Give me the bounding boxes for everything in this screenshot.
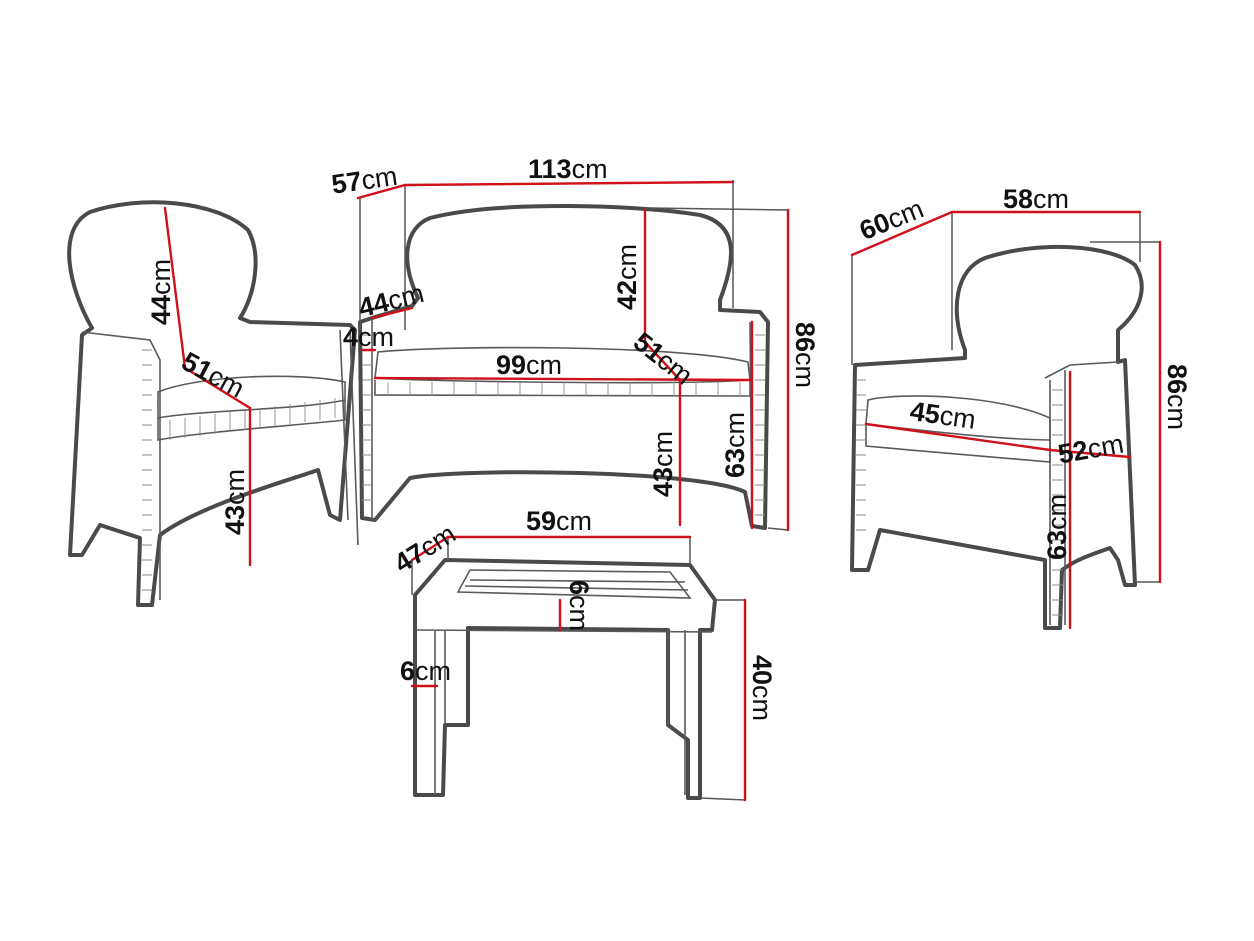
label-right-total-height: 86cm	[1162, 364, 1192, 431]
value: 6	[564, 580, 594, 596]
value: 58	[1003, 184, 1034, 214]
dim-right-depth-60	[850, 210, 954, 257]
dim-table-depth-47	[410, 535, 450, 562]
armchair-right-seat-front	[865, 424, 1051, 463]
table-body	[413, 558, 717, 800]
unit: cm	[220, 468, 250, 505]
label-left-seat-height: 43cm	[220, 468, 250, 535]
value: 44	[146, 294, 176, 325]
unit: cm	[526, 350, 563, 380]
table	[413, 558, 717, 800]
label-left-backrest: 44cm	[146, 258, 176, 325]
unit: cm	[556, 506, 593, 536]
unit: cm	[1042, 493, 1072, 530]
armchair-left-backrest	[67, 200, 357, 607]
label-sofa-total-height: 86cm	[790, 322, 820, 389]
extension-lines	[359, 180, 1160, 801]
label-right-arm-height: 63cm	[1042, 493, 1072, 560]
value: 113	[528, 154, 572, 184]
table-top-lines	[464, 579, 689, 591]
dim-left-seat-depth-51	[183, 366, 252, 410]
unit: cm	[359, 160, 400, 196]
dim-sofa-depth-57	[356, 183, 407, 200]
label-table-width: 59cm	[526, 508, 592, 535]
dim-right-seat-45	[864, 422, 1052, 452]
armchair-right-arm-front	[1044, 361, 1119, 625]
dimension-lines	[163, 180, 1162, 802]
label-sofa-seat: 99cm	[496, 352, 562, 379]
armchair-right-weave	[856, 379, 1063, 616]
armchair-left-arm-front	[81, 331, 161, 600]
value: 6	[400, 656, 416, 686]
unit: cm	[747, 685, 777, 722]
sofa-body	[358, 203, 770, 530]
value: 43	[220, 504, 250, 535]
unit: cm	[1033, 184, 1070, 214]
label-sofa-width: 113cm	[528, 156, 608, 183]
value: 57	[329, 165, 364, 200]
label-sofa-arm-height: 63cm	[720, 411, 750, 478]
value: 86	[790, 322, 820, 353]
label-sofa-backrest: 42cm	[612, 243, 642, 310]
value: 59	[526, 506, 557, 536]
unit: cm	[937, 400, 978, 435]
unit: cm	[564, 595, 594, 632]
value: 63	[1042, 529, 1072, 560]
unit: cm	[648, 430, 678, 467]
label-table-top-thickness: 6cm	[564, 580, 594, 632]
unit: cm	[720, 411, 750, 448]
armchair-left-right-arm	[339, 329, 359, 546]
value: 40	[747, 655, 777, 686]
unit: cm	[358, 322, 395, 352]
value: 43	[648, 466, 678, 497]
dim-sofa-seat-99	[373, 376, 752, 382]
label-sofa-cushion: 4cm	[343, 324, 394, 351]
label-table-height: 40cm	[747, 655, 777, 722]
label-table-leg: 6cm	[400, 658, 451, 685]
dim-right-seat-depth-52	[1048, 448, 1132, 459]
table-legs-inner	[414, 629, 713, 795]
unit: cm	[1085, 428, 1126, 465]
unit: cm	[612, 243, 642, 280]
value: 45	[908, 396, 943, 430]
unit: cm	[146, 258, 176, 295]
armchair-left	[67, 200, 359, 607]
unit: cm	[415, 656, 452, 686]
dim-sofa-arm-44	[370, 306, 414, 320]
label-right-width: 58cm	[1003, 186, 1069, 213]
value: 86	[1162, 364, 1192, 395]
armchair-left-weave	[142, 349, 336, 591]
dim-left-backrest-44	[163, 206, 187, 370]
dim-sofa-width-113	[403, 180, 735, 187]
value: 42	[612, 279, 642, 310]
value: 63	[720, 447, 750, 478]
unit: cm	[790, 352, 820, 389]
table-top-inner	[456, 569, 692, 599]
value: 4	[343, 322, 359, 352]
label-sofa-seat-height: 43cm	[648, 430, 678, 497]
unit: cm	[1162, 394, 1192, 431]
unit: cm	[571, 154, 608, 184]
value: 99	[496, 350, 527, 380]
dim-sofa-seat-depth-51	[643, 340, 682, 382]
sofa	[358, 203, 770, 530]
